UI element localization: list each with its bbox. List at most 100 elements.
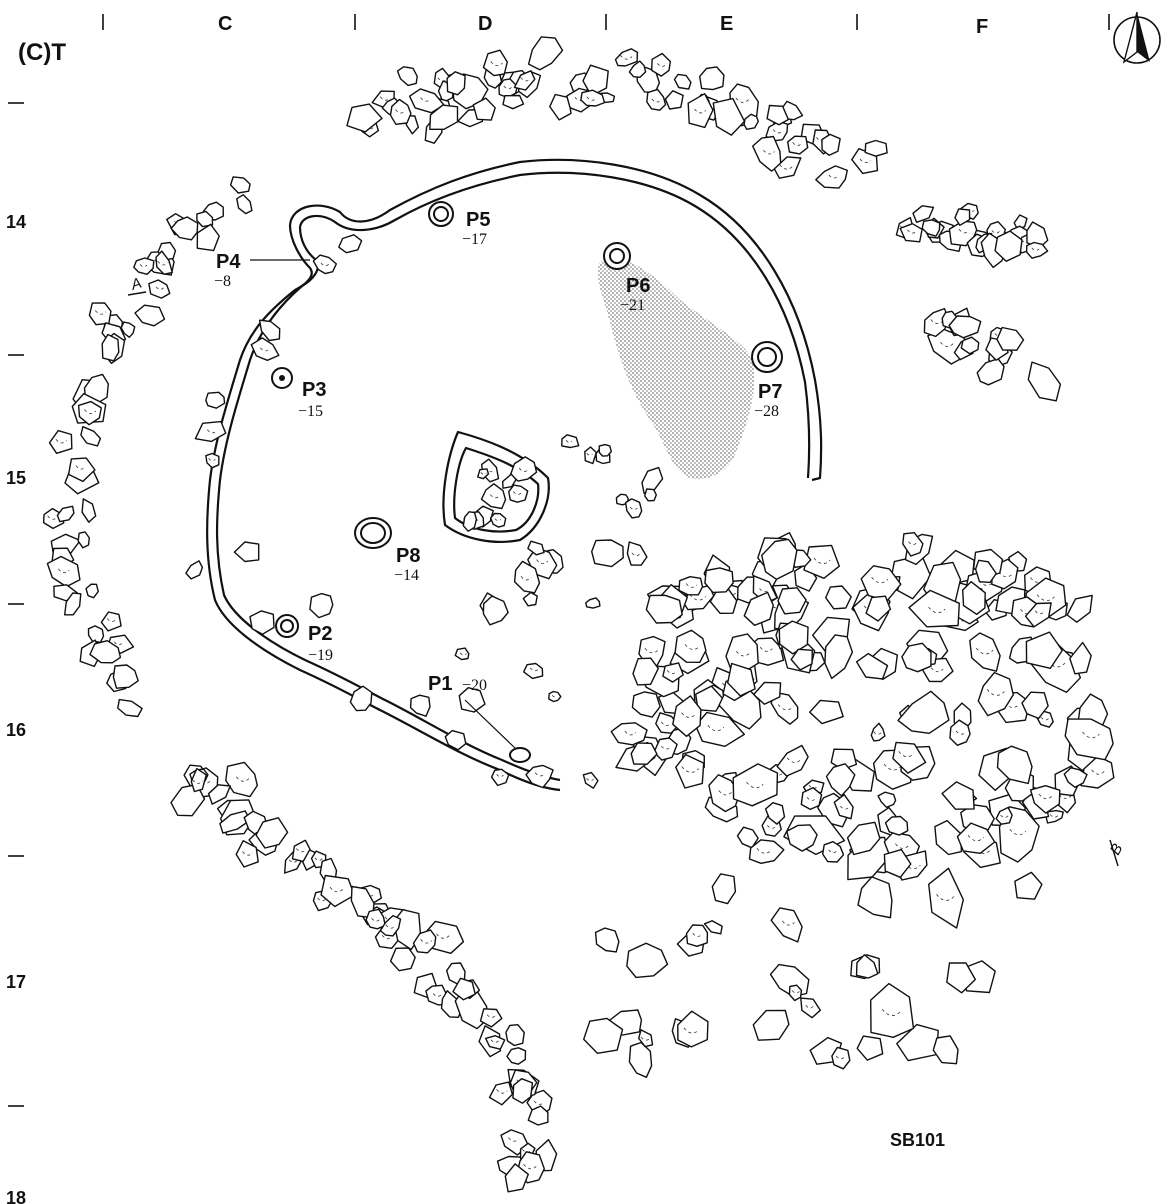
stone [626,541,648,566]
stone-crack [551,694,558,698]
stone-crack [631,552,641,557]
stone [855,954,879,979]
stone [888,554,932,600]
stone-crack [486,1014,496,1018]
stone [865,595,892,622]
stone [479,1008,503,1028]
stone-crack [759,646,773,652]
stone [46,555,81,588]
stone [155,250,173,275]
pit-p2-depth: −19 [308,647,333,664]
stone [462,511,478,532]
stone-crack [480,472,487,475]
stone-crack [508,1137,520,1142]
stone [800,787,823,811]
section-marker-a: A [127,275,147,296]
stone-crack [329,886,344,893]
stone-crack [640,1036,651,1041]
stone-crack [1040,716,1050,721]
stone [860,565,902,602]
stone [662,662,684,683]
stone [994,230,1023,262]
stone [960,336,980,355]
stone [584,446,597,465]
stone-crack [586,96,597,101]
feature-caption: SB101 [890,1130,945,1150]
stone [884,815,909,836]
stone [821,133,841,156]
stone-crack [490,1039,499,1043]
stone [830,748,858,771]
stone [631,691,661,718]
row-label-17: 17 [6,972,26,992]
stone-crack [437,77,448,82]
stone [598,443,612,457]
stone [229,176,251,194]
stone [379,914,402,937]
stone-crack [873,731,882,735]
stone-crack [84,409,97,414]
stone-crack [235,776,250,782]
stone [727,662,756,697]
pit-p7: P7 −28 [751,341,783,420]
stone-crack [694,108,707,114]
stone [1045,809,1064,824]
stone-crack [192,779,204,784]
stone-crack [314,857,323,861]
pit-p8-depth: −14 [394,567,419,584]
pit-p4: P4 −8 [214,251,310,290]
stone-crack [684,644,700,650]
stone [235,840,259,868]
stone-crack [494,518,502,522]
stone [932,1035,959,1065]
stone-crack [586,452,593,456]
stone [954,208,971,226]
stone [790,648,813,671]
stone [824,634,854,680]
pit-p1-label: P1 [428,673,452,695]
pit-p6-label: P6 [626,275,650,297]
stone-crack [320,262,330,267]
pit-p3: P3 −15 [271,367,326,420]
stone-crack [420,938,433,944]
stone-crack [1034,610,1045,615]
stone [956,822,996,854]
stone [825,763,856,797]
stone [948,315,982,339]
stone [899,223,923,243]
row-label-15: 15 [6,468,26,488]
stone-crack [777,704,794,711]
stone [912,205,935,223]
stone [1063,767,1088,788]
stone [685,924,709,947]
stone [81,498,97,523]
stone [711,873,737,905]
stone-crack [967,835,985,842]
stone [644,488,657,502]
stone [48,429,73,454]
stone [941,781,975,810]
column-label-d: D [478,13,492,35]
stone [626,942,669,979]
stone-crack [766,825,777,829]
stone [770,907,803,943]
north-arrow-icon [1113,11,1161,64]
pit-p5-depth: −17 [462,231,487,248]
grid-ticks [8,14,1110,1107]
stone [133,257,155,275]
stone [87,625,105,643]
stone [672,695,702,737]
stone [831,1046,851,1070]
stone-crack [503,85,513,90]
stone [582,771,599,789]
stone [892,741,927,774]
stone [527,540,545,556]
stone-crack [523,1163,538,1170]
stone-crack [385,924,396,929]
stone-crack [521,1149,532,1153]
stone-crack [955,730,967,735]
stone [995,806,1013,825]
stone [825,585,852,610]
stone-crack [808,784,819,789]
stone-crack [47,515,59,520]
